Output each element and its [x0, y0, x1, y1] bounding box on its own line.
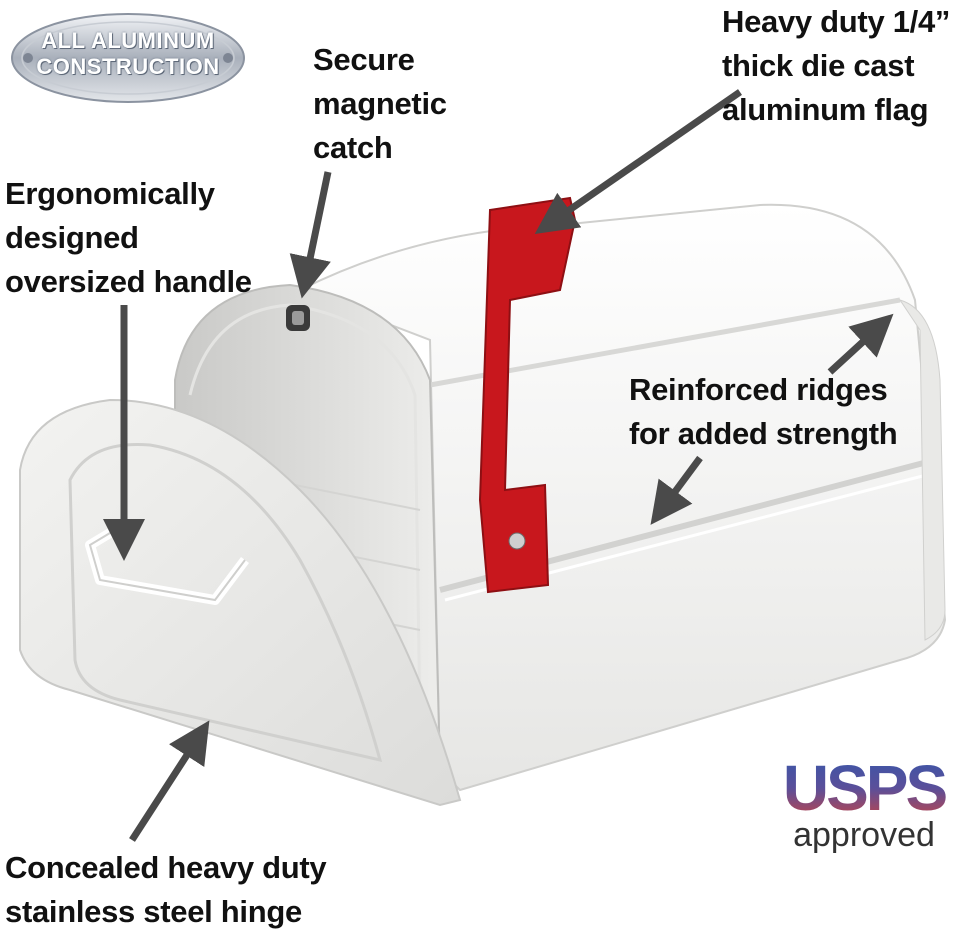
- callout-flag: Heavy duty 1/4” thick die cast aluminum …: [722, 4, 951, 127]
- badge-text: ALL ALUMINUM CONSTRUCTION: [36, 28, 220, 79]
- arrow-magnetic-catch: [289, 171, 332, 299]
- usps-approved-logo: USPS approved: [780, 756, 948, 852]
- usps-approved-text: approved: [793, 816, 935, 854]
- arrow-hinge: [129, 720, 210, 842]
- callout-magnetic-catch: Secure magnetic catch: [313, 42, 447, 165]
- arrow-flag: [534, 89, 742, 234]
- magnetic-catch: [286, 305, 310, 331]
- aluminum-construction-badge: [11, 13, 245, 103]
- usps-logo-text: USPS: [780, 756, 948, 820]
- callout-hinge: Concealed heavy duty stainless steel hin…: [5, 850, 327, 929]
- callout-handle: Ergonomically designed oversized handle: [5, 176, 252, 299]
- callout-ridges: Reinforced ridges for added strength: [629, 372, 898, 451]
- mailbox-body: [297, 203, 947, 792]
- arrow-ridges-lower: [650, 455, 703, 525]
- mailbox-door: [19, 398, 462, 807]
- arrow-ridges-upper: [827, 313, 894, 375]
- callout-arrows: [103, 89, 894, 842]
